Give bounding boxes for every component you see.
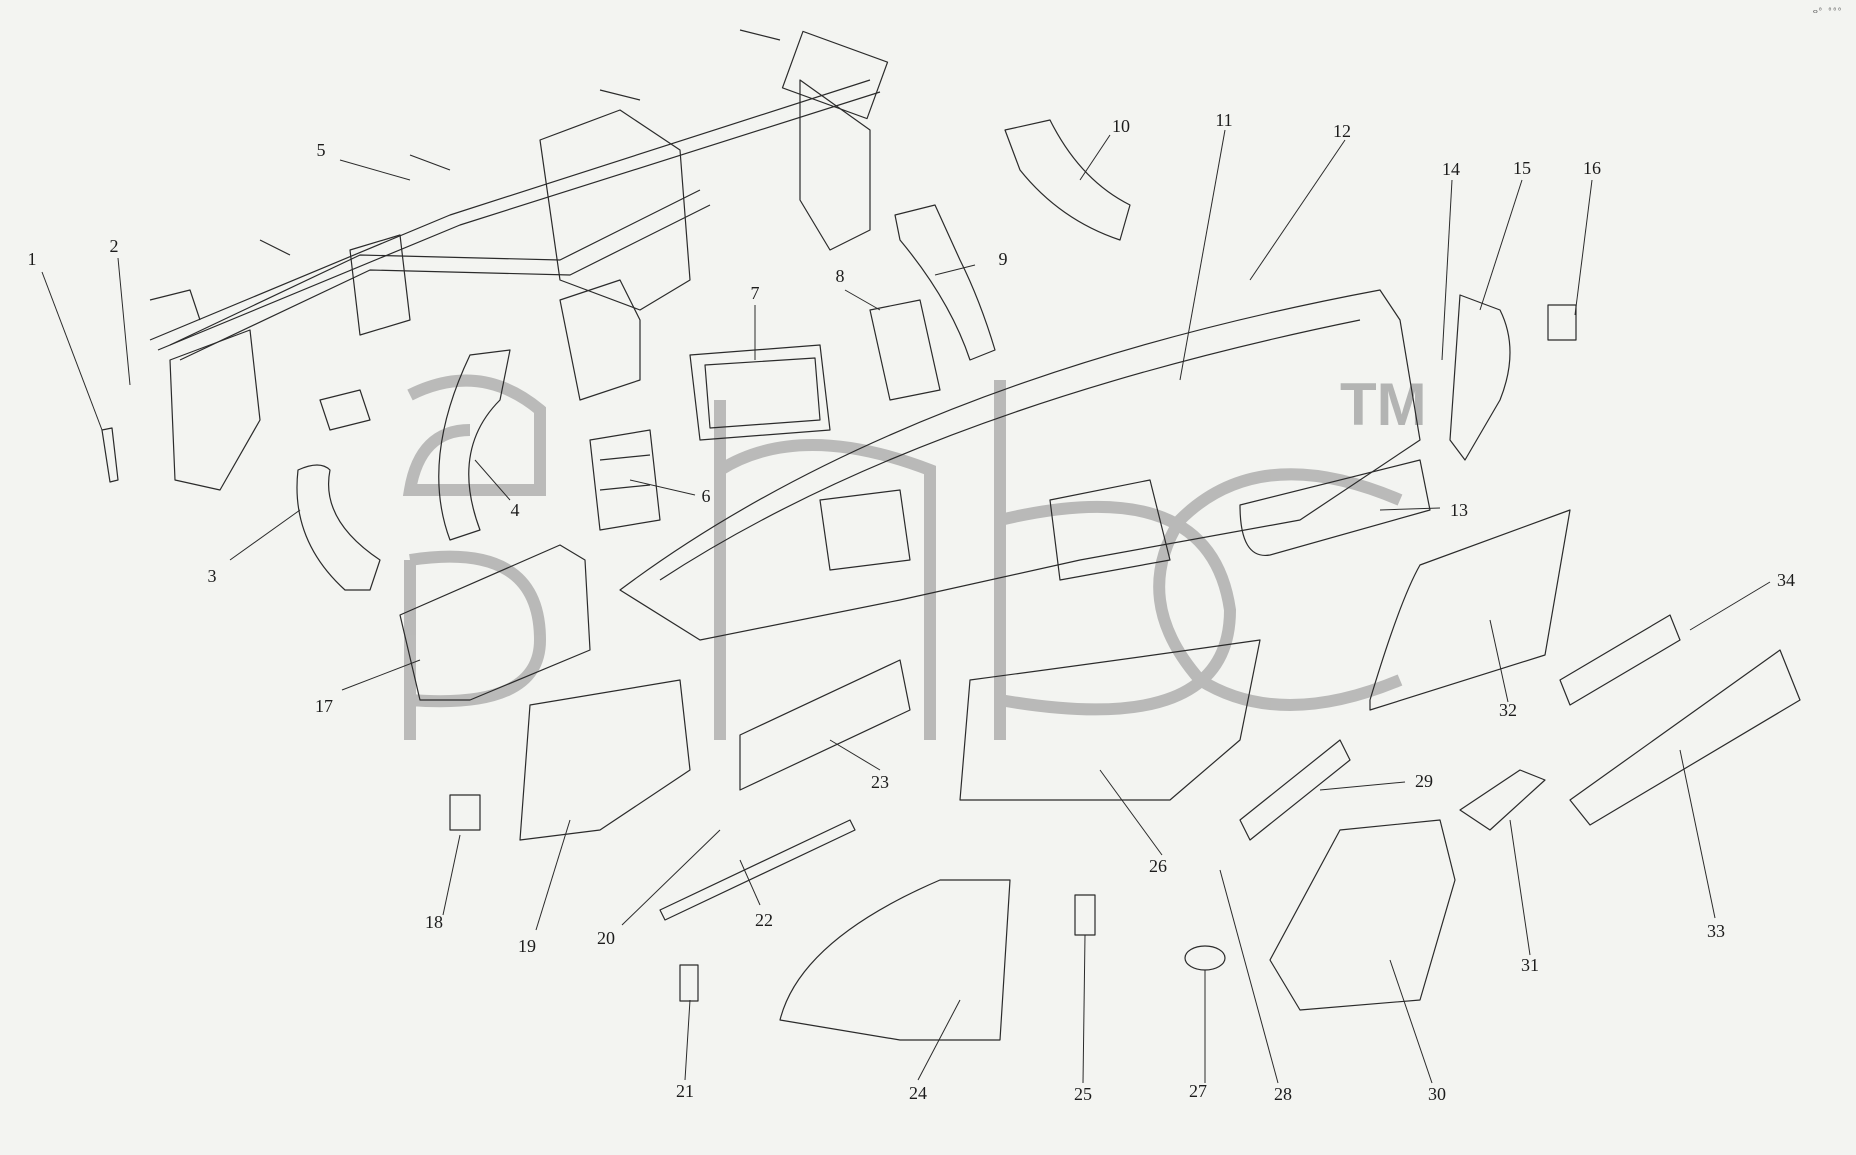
callout-10: 10 — [1112, 116, 1130, 136]
callout-1: 1 — [27, 249, 37, 269]
callout-27: 27 — [1189, 1081, 1207, 1101]
callout-24: 24 — [909, 1083, 927, 1103]
plug-27 — [1184, 945, 1226, 971]
callout-28: 28 — [1274, 1084, 1292, 1104]
callout-18: 18 — [425, 912, 443, 932]
cluster-bezel-17 — [399, 544, 591, 701]
callout-33: 33 — [1707, 921, 1725, 941]
callout-25: 25 — [1074, 1084, 1092, 1104]
vent-8 — [869, 299, 941, 401]
callout-21: 21 — [676, 1081, 694, 1101]
callout-23: 23 — [871, 772, 889, 792]
watermark-letter-p — [404, 550, 547, 740]
switch-18 — [449, 794, 481, 831]
clip-25 — [1074, 894, 1096, 936]
watermark-tm: TM — [1340, 371, 1427, 438]
callout-7: 7 — [750, 283, 760, 303]
callout-16: 16 — [1583, 158, 1601, 178]
callout-6: 6 — [701, 486, 711, 506]
bracket-23 — [739, 659, 911, 791]
callout-14: 14 — [1442, 159, 1460, 179]
bracket-29 — [1239, 739, 1351, 841]
bracket-6 — [589, 429, 661, 531]
bracket-24 — [779, 879, 1011, 1041]
vent-16 — [1547, 304, 1577, 341]
callout-26: 26 — [1149, 856, 1167, 876]
callout-17: 17 — [315, 696, 333, 716]
bracket-22 — [659, 819, 856, 921]
leader-lines — [41, 129, 1771, 1084]
bracket-34 — [1559, 614, 1681, 706]
callout-4: 4 — [510, 500, 520, 520]
clip-21 — [679, 964, 699, 1002]
mat-31 — [1459, 769, 1546, 831]
duct-10 — [1004, 119, 1131, 241]
duct-9 — [894, 204, 996, 361]
callout-2: 2 — [109, 236, 119, 256]
callout-13: 13 — [1450, 500, 1468, 520]
side-panel-15 — [1449, 294, 1511, 461]
callout-8: 8 — [835, 266, 845, 286]
callout-3: 3 — [207, 566, 217, 586]
callout-15: 15 — [1513, 158, 1531, 178]
duct-13 — [1239, 459, 1431, 556]
callout-34: 34 — [1777, 570, 1795, 590]
callout-20: 20 — [597, 928, 615, 948]
callout-31: 31 — [1521, 955, 1539, 975]
callout-19: 19 — [518, 936, 536, 956]
callout-9: 9 — [998, 249, 1008, 269]
bracket-1 — [101, 427, 119, 483]
callout-5: 5 — [316, 140, 326, 160]
callout-29: 29 — [1415, 771, 1433, 791]
duct-3 — [296, 464, 381, 591]
callout-11: 11 — [1215, 110, 1233, 130]
callout-32: 32 — [1499, 700, 1517, 720]
console-30 — [1269, 819, 1456, 1011]
lower-trim-26 — [959, 639, 1261, 801]
glove-box-door-32 — [1369, 509, 1571, 711]
callout-22: 22 — [755, 910, 773, 930]
side-trim-19 — [519, 679, 691, 841]
radio-housing-7 — [689, 344, 831, 441]
callout-12: 12 — [1333, 121, 1351, 141]
bracket-33 — [1569, 649, 1801, 826]
watermark-letter-e — [402, 374, 546, 496]
cross-car-beam-part — [149, 29, 889, 491]
watermark-letter-c — [1153, 468, 1403, 711]
callout-30: 30 — [1428, 1084, 1446, 1104]
watermark — [402, 374, 1403, 740]
duct-4 — [438, 349, 511, 541]
upper-instrument-panel — [619, 289, 1421, 641]
watermark-letter-n — [714, 400, 936, 740]
corner-mark: ⴰ⁰ ⁰⁰⁰ — [1812, 6, 1842, 15]
watermark-letter-b — [994, 380, 1237, 740]
